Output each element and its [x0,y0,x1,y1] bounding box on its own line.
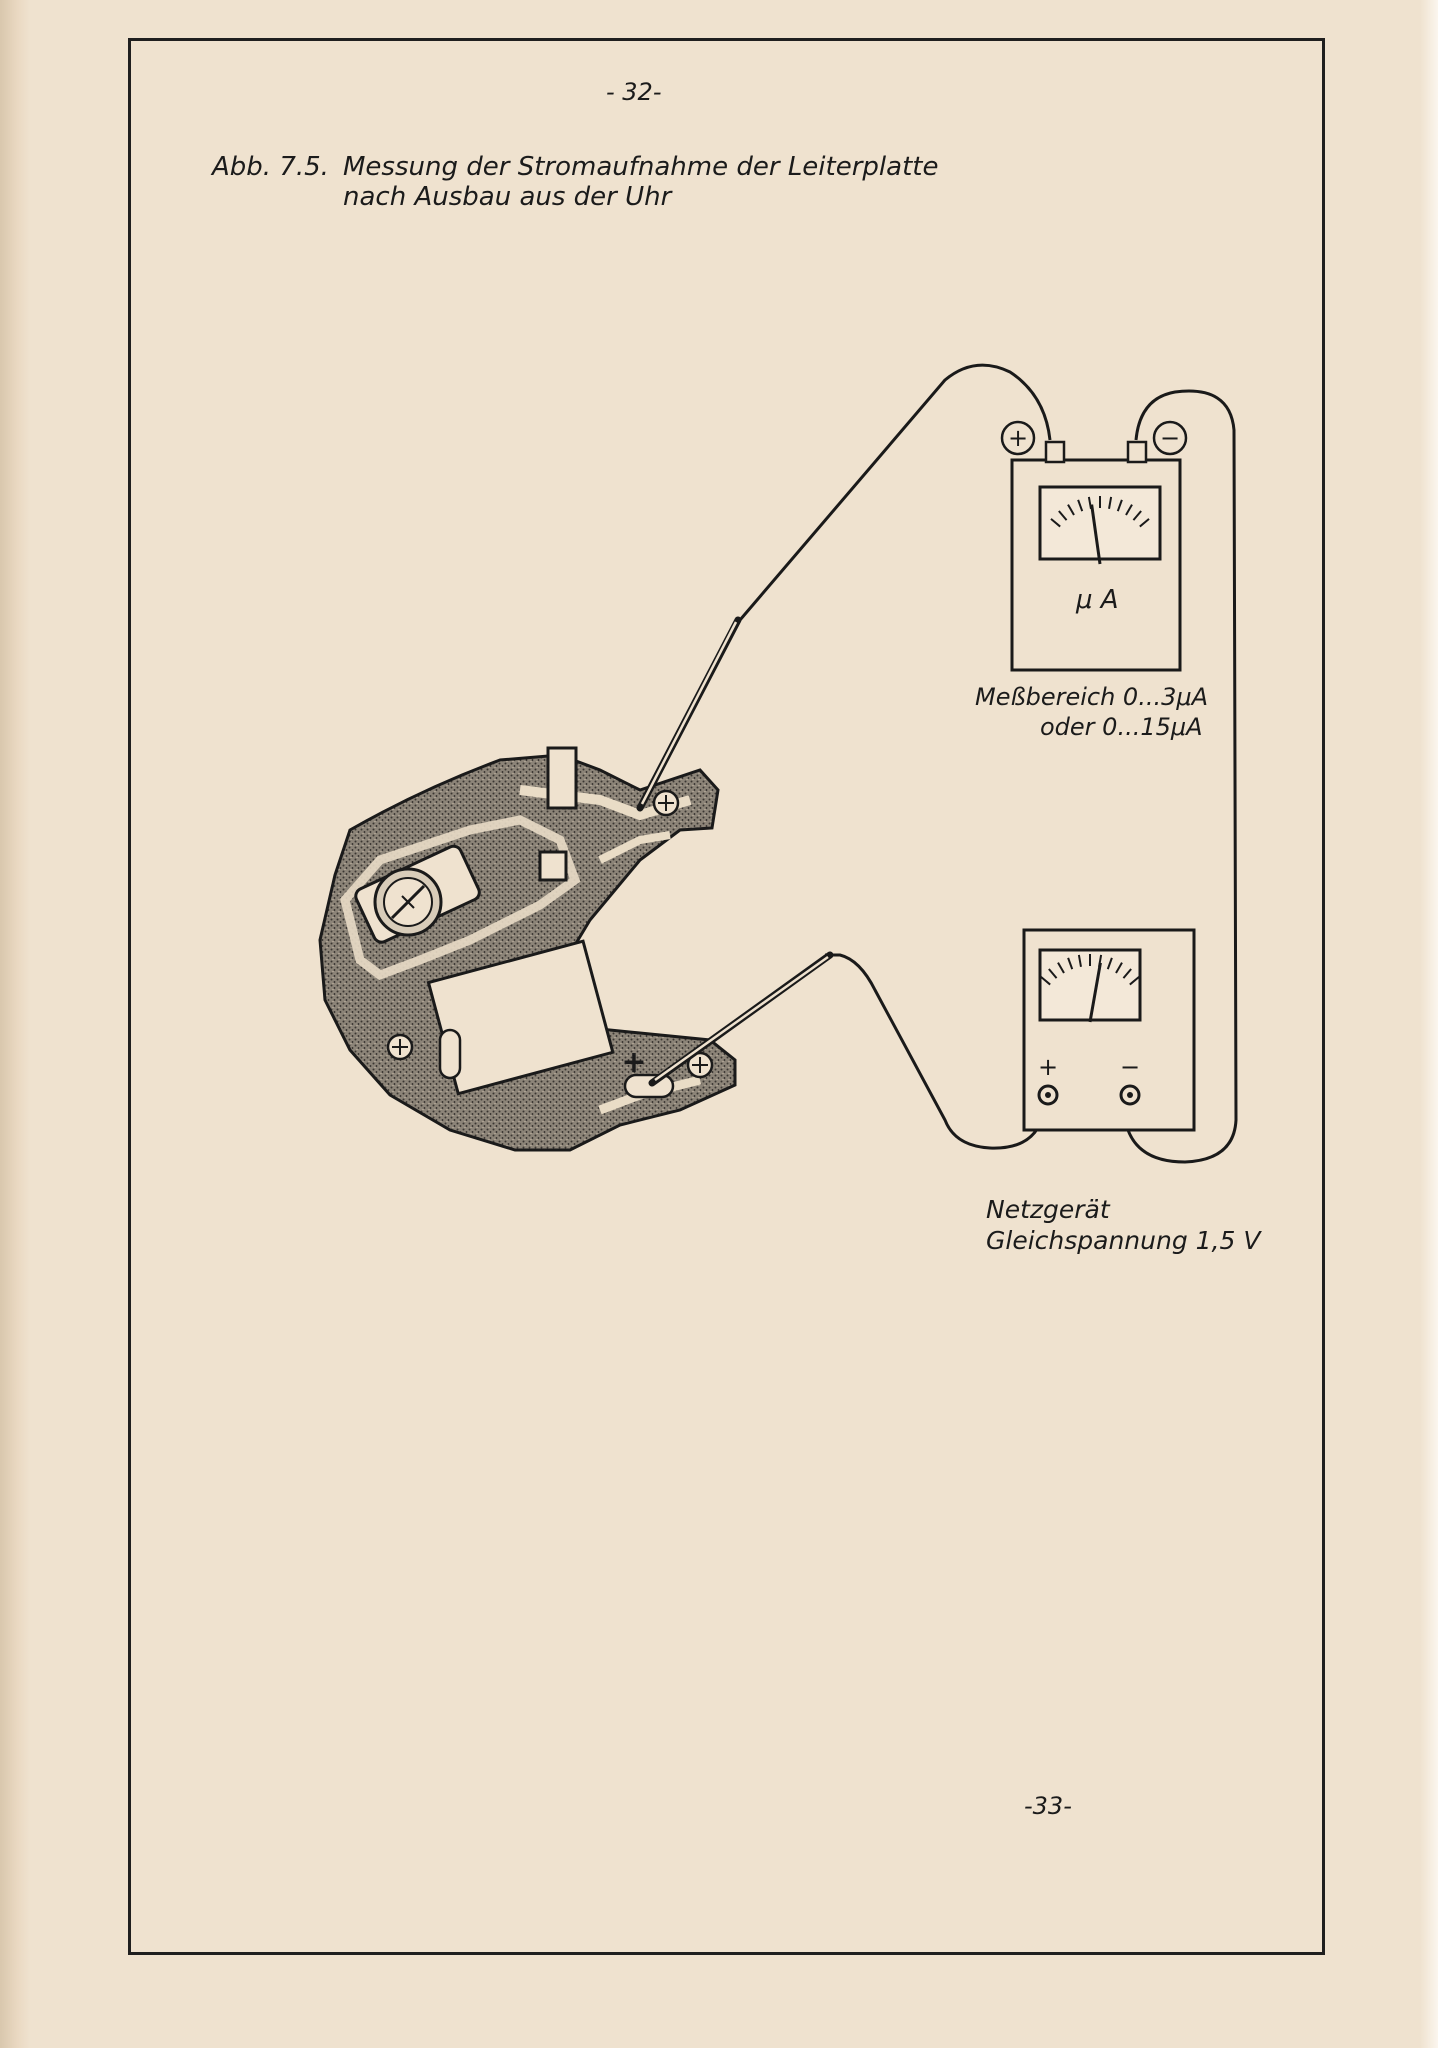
page-number-bottom: -33- [1024,1792,1072,1820]
board-screw-left [386,1033,414,1061]
page-frame [128,38,1325,1955]
psu-meter-scale [1040,954,1140,1023]
meter-tick [1129,976,1140,986]
meter-needle [1090,504,1102,565]
circuit-board [318,746,737,1152]
wire-ammeter-minus-to-psu-minus [1126,389,1238,1164]
meter-tick [1139,518,1150,528]
meter-tick [1040,976,1051,986]
board-screw-right [686,1051,714,1079]
meter-tick [1067,957,1074,970]
ammeter [1000,420,1188,672]
figure-caption-line-2: nach Ausbau aus der Uhr [343,182,672,212]
psu-minus-label: − [1120,1053,1140,1081]
meter-tick [1125,504,1133,516]
board-component-upper [546,746,578,810]
meter-tick [1106,957,1113,970]
ammeter-unit-label: μ A [1075,585,1119,615]
board-screw-top-right [652,789,680,817]
meter-tick [1050,518,1061,528]
board-plus-label: + [621,1045,646,1080]
paper-left-edge [0,0,30,2048]
meter-tick [1108,496,1113,509]
meter-tick [1077,499,1084,512]
ammeter-range-line-2: oder 0...15μA [1040,713,1203,741]
wire-psu-plus-to-board-probe [825,953,1047,1150]
ammeter-plus-terminal [1044,440,1066,464]
ammeter-range-line-1: Meßbereich 0...3μA [975,683,1209,711]
psu-plus-label: + [1038,1053,1058,1081]
psu-label-line-1: Netzgerät [986,1195,1110,1224]
meter-needle [1088,962,1102,1023]
meter-tick [1048,968,1058,979]
meter-tick [1058,510,1068,521]
page-number-top: - 32- [606,78,662,106]
meter-tick [1116,499,1123,512]
ammeter-plus-label: + [1008,424,1028,452]
ammeter-minus-label: − [1160,424,1180,452]
ammeter-minus-terminal [1126,440,1148,464]
ammeter-scale [1050,496,1150,565]
figure-caption-line-1: Messung der Stromaufnahme der Leiterplat… [343,152,939,182]
meter-tick [1115,962,1123,974]
meter-tick [1067,504,1075,516]
probe-lower [648,951,834,1087]
figure-number: Abb. 7.5. [212,152,329,182]
meter-tick [1132,510,1142,521]
board-component-small [538,850,568,882]
meter-tick [1057,962,1065,974]
power-supply [1022,928,1196,1132]
paper-right-edge [1420,0,1438,2048]
meter-tick [1077,954,1082,967]
probe-upper [636,616,742,812]
psu-label-line-2: Gleichspannung 1,5 V [986,1226,1261,1255]
wire-probe-to-ammeter-plus [738,363,1052,621]
board-trimmer [354,844,481,944]
meter-tick [1122,968,1132,979]
